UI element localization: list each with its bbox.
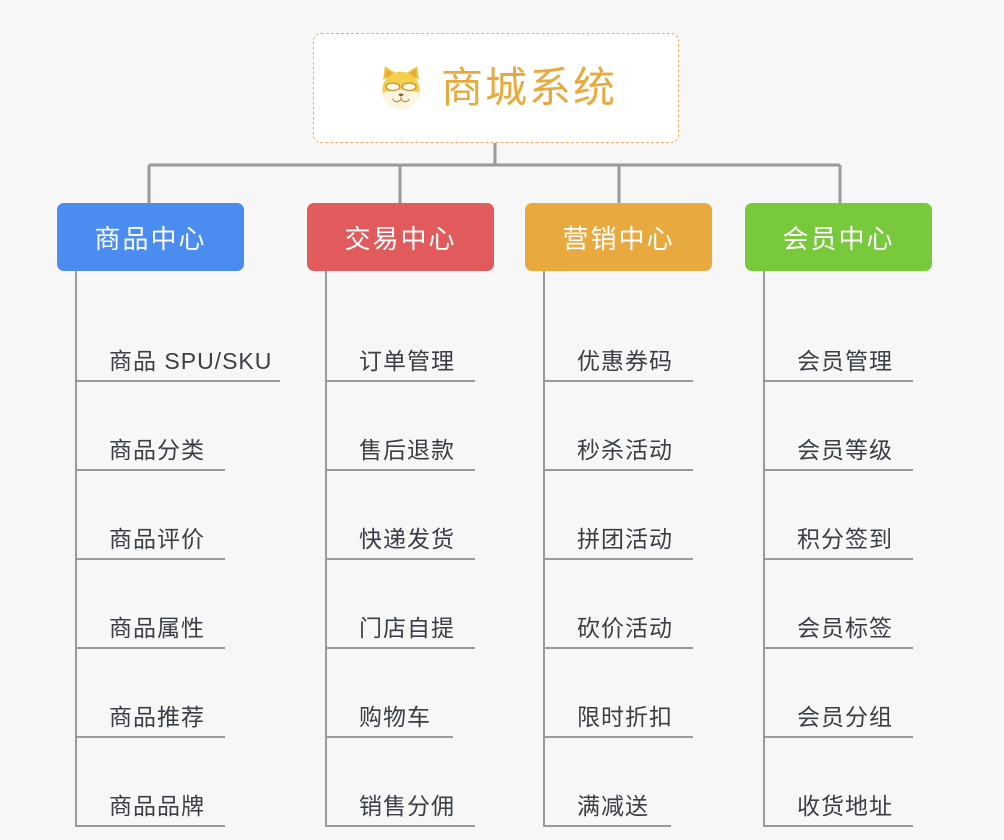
root-node-content: 商城系统 [375, 62, 617, 114]
leaf-item[interactable]: 销售分佣 [325, 738, 507, 827]
leaf-label: 商品评价 [109, 525, 205, 552]
leaf-underline [325, 469, 475, 471]
trunk-line-0 [75, 271, 77, 827]
leaf-underline [325, 825, 475, 827]
leaf-label: 优惠券码 [577, 347, 673, 374]
leaf-underline [75, 558, 225, 560]
leaf-underline [75, 825, 225, 827]
leaf-label: 秒杀活动 [577, 436, 673, 463]
leaf-underline [75, 380, 280, 382]
leaf-label: 限时折扣 [577, 703, 673, 730]
leaf-item[interactable]: 商品评价 [75, 471, 277, 560]
leaf-label: 订单管理 [359, 347, 455, 374]
leaf-item[interactable]: 秒杀活动 [543, 382, 725, 471]
leaf-underline [763, 825, 913, 827]
category-header-0[interactable]: 商品中心 [57, 203, 244, 271]
leaf-item[interactable]: 收货地址 [763, 738, 945, 827]
leaf-underline [75, 469, 225, 471]
leaf-item[interactable]: 购物车 [325, 649, 507, 738]
leaf-stack-1: 订单管理 售后退款 快递发货 门店自提 购物车 [325, 271, 507, 827]
leaf-item[interactable]: 会员标签 [763, 560, 945, 649]
category-column-2: 营销中心 优惠券码 秒杀活动 拼团活动 砍价活动 [525, 203, 725, 827]
leaf-item[interactable]: 商品品牌 [75, 738, 277, 827]
leaf-stack-3: 会员管理 会员等级 积分签到 会员标签 会员分组 [763, 271, 945, 827]
category-header-label-2: 营销中心 [562, 223, 675, 254]
leaf-label: 商品推荐 [109, 703, 205, 730]
leaf-underline [325, 647, 475, 649]
leaf-underline [763, 736, 913, 738]
category-header-2[interactable]: 营销中心 [525, 203, 712, 271]
leaf-item[interactable]: 拼团活动 [543, 471, 725, 560]
leaf-underline [75, 736, 225, 738]
leaf-label: 商品属性 [109, 614, 205, 641]
leaf-label: 商品 SPU/SKU [109, 347, 273, 374]
leaf-label: 商品分类 [109, 436, 205, 463]
leaf-item[interactable]: 优惠券码 [543, 293, 725, 382]
root-title: 商城系统 [440, 64, 617, 111]
leaf-label: 会员标签 [797, 614, 893, 641]
leaf-label: 满减送 [577, 792, 649, 819]
leaf-label: 会员等级 [797, 436, 893, 463]
leaf-item[interactable]: 快递发货 [325, 471, 507, 560]
category-header-label-0: 商品中心 [94, 223, 207, 254]
leaf-item[interactable]: 订单管理 [325, 293, 507, 382]
leaf-label: 门店自提 [359, 614, 455, 641]
leaf-label: 砍价活动 [577, 614, 673, 641]
leaf-underline [543, 558, 693, 560]
leaf-underline [75, 647, 225, 649]
leaf-item[interactable]: 商品 SPU/SKU [75, 293, 280, 382]
leaf-item[interactable]: 会员管理 [763, 293, 945, 382]
leaf-underline [543, 647, 693, 649]
leaf-item[interactable]: 会员等级 [763, 382, 945, 471]
category-header-label-3: 会员中心 [782, 223, 895, 254]
trunk-line-2 [543, 271, 545, 827]
leaf-underline [543, 380, 693, 382]
leaf-underline [325, 380, 475, 382]
leaf-underline [325, 558, 475, 560]
leaf-label: 会员管理 [797, 347, 893, 374]
leaf-item[interactable]: 售后退款 [325, 382, 507, 471]
leaf-label: 销售分佣 [359, 792, 455, 819]
leaf-underline [763, 380, 913, 382]
category-header-1[interactable]: 交易中心 [307, 203, 494, 271]
trunk-line-3 [763, 271, 765, 827]
category-header-label-1: 交易中心 [344, 223, 457, 254]
category-column-1: 交易中心 订单管理 售后退款 快递发货 门店自提 [307, 203, 507, 827]
leaf-underline [763, 558, 913, 560]
leaf-underline [543, 736, 693, 738]
leaf-label: 快递发货 [359, 525, 455, 552]
leaf-item[interactable]: 商品分类 [75, 382, 277, 471]
leaf-stack-2: 优惠券码 秒杀活动 拼团活动 砍价活动 限时折扣 [543, 271, 725, 827]
leaf-item[interactable]: 砍价活动 [543, 560, 725, 649]
leaf-item[interactable]: 限时折扣 [543, 649, 725, 738]
leaf-label: 购物车 [359, 703, 431, 730]
leaf-underline [543, 825, 671, 827]
root-node[interactable]: 商城系统 [313, 33, 679, 143]
leaf-label: 售后退款 [359, 436, 455, 463]
leaf-item[interactable]: 商品推荐 [75, 649, 277, 738]
leaf-label: 拼团活动 [577, 525, 673, 552]
leaf-underline [543, 469, 693, 471]
shiba-inu-icon [382, 66, 420, 110]
leaf-item[interactable]: 会员分组 [763, 649, 945, 738]
category-column-0: 商品中心 商品 SPU/SKU 商品分类 商品评价 商品属性 [57, 203, 280, 827]
leaf-item[interactable]: 积分签到 [763, 471, 945, 560]
leaf-label: 会员分组 [797, 703, 893, 730]
leaf-label: 商品品牌 [109, 792, 205, 819]
leaf-stack-0: 商品 SPU/SKU 商品分类 商品评价 商品属性 商品推荐 [75, 271, 280, 827]
category-column-3: 会员中心 会员管理 会员等级 积分签到 会员标签 [745, 203, 945, 827]
category-header-3[interactable]: 会员中心 [745, 203, 932, 271]
leaf-underline [763, 647, 913, 649]
leaf-item[interactable]: 商品属性 [75, 560, 277, 649]
leaf-label: 积分签到 [797, 525, 893, 552]
leaf-label: 收货地址 [797, 792, 893, 819]
trunk-line-1 [325, 271, 327, 827]
leaf-underline [763, 469, 913, 471]
leaf-item[interactable]: 门店自提 [325, 560, 507, 649]
leaf-underline [325, 736, 453, 738]
leaf-item[interactable]: 满减送 [543, 738, 725, 827]
